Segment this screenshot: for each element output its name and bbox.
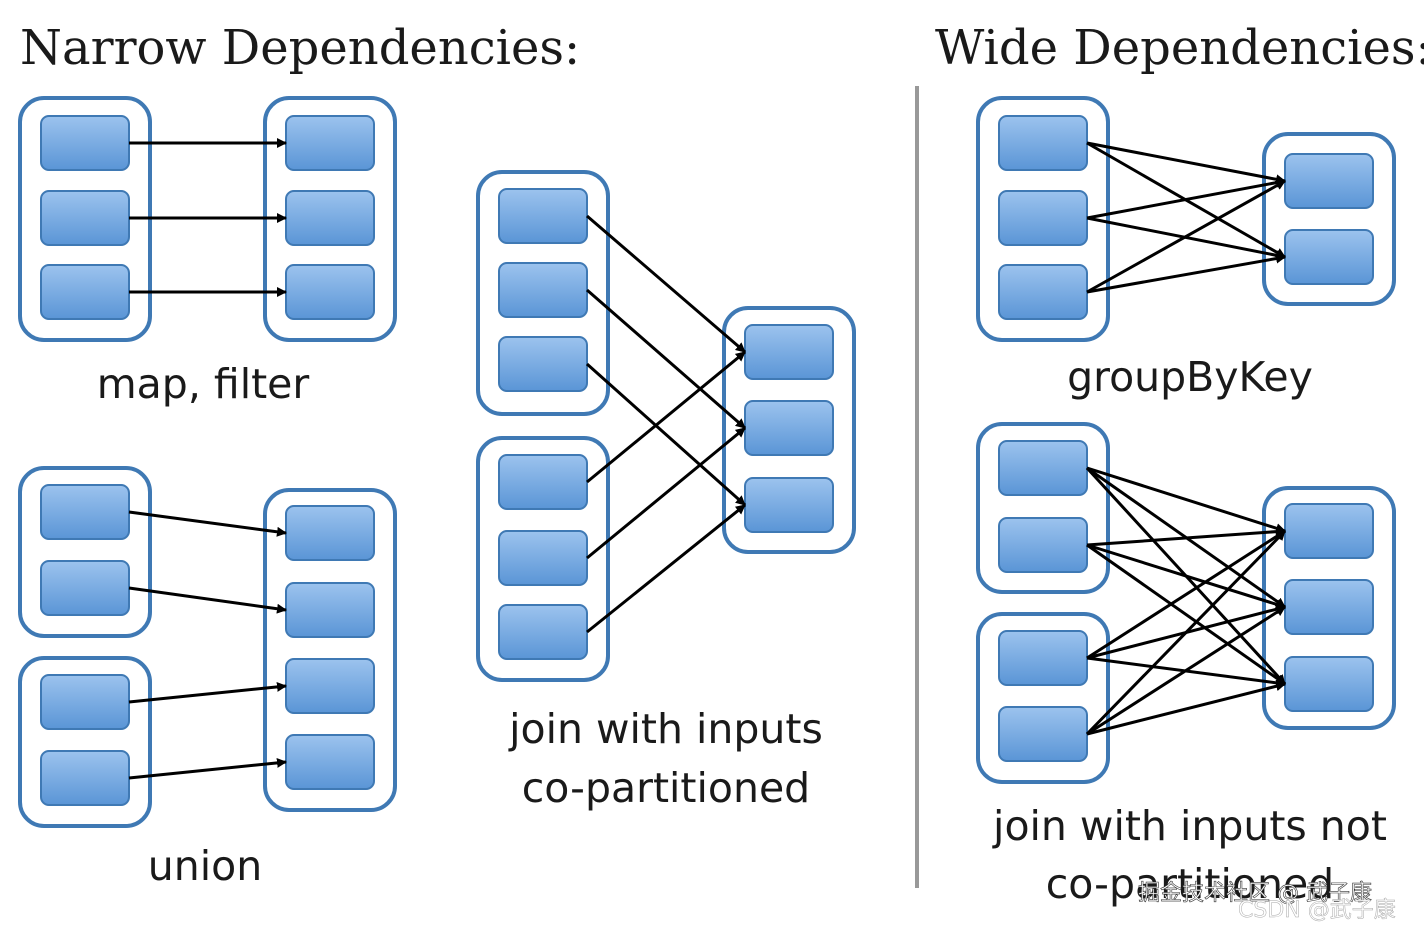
join-not-copartitioned-label-line2: co-partitioned — [1046, 860, 1334, 908]
partition — [744, 400, 834, 456]
dependency-arrow — [1086, 605, 1286, 736]
partition — [285, 734, 375, 790]
partition — [1284, 153, 1374, 209]
dependency-arrow — [1086, 543, 1286, 686]
dependency-arrow — [1086, 466, 1286, 534]
dependency-arrow — [128, 757, 287, 780]
union-label: union — [148, 842, 262, 890]
dependency-arrow — [128, 586, 287, 614]
partition — [744, 324, 834, 380]
groupbykey-label: groupByKey — [1067, 353, 1313, 401]
dependency-arrow — [1086, 526, 1286, 547]
watermark-line1: 掘金技术社区 @ 武子康 — [1138, 881, 1372, 906]
partition — [1284, 579, 1374, 635]
partition — [285, 115, 375, 171]
partition — [498, 336, 588, 392]
dependency-arrow — [1086, 179, 1286, 294]
dependency-arrow — [1086, 543, 1286, 610]
dependency-arrow — [586, 288, 746, 430]
partition — [40, 264, 130, 320]
partition — [40, 484, 130, 540]
partition — [998, 630, 1088, 686]
dependency-arrow — [586, 426, 746, 560]
partition — [40, 190, 130, 246]
dependency-arrow — [1086, 141, 1286, 185]
partition — [998, 517, 1088, 573]
partition — [744, 477, 834, 533]
partition — [285, 582, 375, 638]
partition — [1284, 229, 1374, 285]
partition — [40, 750, 130, 806]
partition — [40, 115, 130, 171]
join-copartitioned-label-line1: join with inputs — [508, 705, 823, 753]
union-child-rdd — [263, 488, 397, 812]
partition — [998, 264, 1088, 320]
partition — [498, 188, 588, 244]
dependency-arrow — [1086, 681, 1286, 736]
partition — [498, 262, 588, 318]
join-not-copartitioned-label-line1: join with inputs not — [992, 802, 1387, 850]
partition — [498, 530, 588, 586]
dependency-arrows — [128, 138, 1287, 780]
partition — [285, 190, 375, 246]
dependency-arrow — [128, 510, 287, 537]
partition — [285, 505, 375, 561]
join-copartitioned-label-line2: co-partitioned — [522, 764, 810, 812]
dependency-arrow — [586, 503, 746, 634]
partition — [40, 674, 130, 730]
watermark-line2: CSDN @武子康 — [1238, 898, 1396, 923]
partition — [998, 706, 1088, 762]
partition — [285, 264, 375, 320]
partition — [498, 454, 588, 510]
dependency-arrow — [586, 362, 746, 507]
partition — [40, 560, 130, 616]
narrow-dependencies-heading: Narrow Dependencies: — [20, 20, 580, 76]
partition — [498, 604, 588, 660]
dependency-arrow — [1086, 177, 1286, 220]
partition — [1284, 503, 1374, 559]
dependency-arrow — [128, 681, 287, 704]
dependency-arrow — [1085, 529, 1287, 736]
map-filter-label: map, filter — [97, 360, 310, 408]
partition — [1284, 656, 1374, 712]
partition — [998, 190, 1088, 246]
dependency-arrow — [1086, 253, 1286, 294]
wide-dependencies-heading: Wide Dependencies: — [935, 20, 1424, 76]
dependency-arrow — [1086, 529, 1286, 660]
dependency-arrow — [586, 214, 746, 354]
partition — [998, 115, 1088, 171]
partition — [285, 658, 375, 714]
partition — [998, 440, 1088, 496]
dependency-arrow — [586, 350, 746, 484]
